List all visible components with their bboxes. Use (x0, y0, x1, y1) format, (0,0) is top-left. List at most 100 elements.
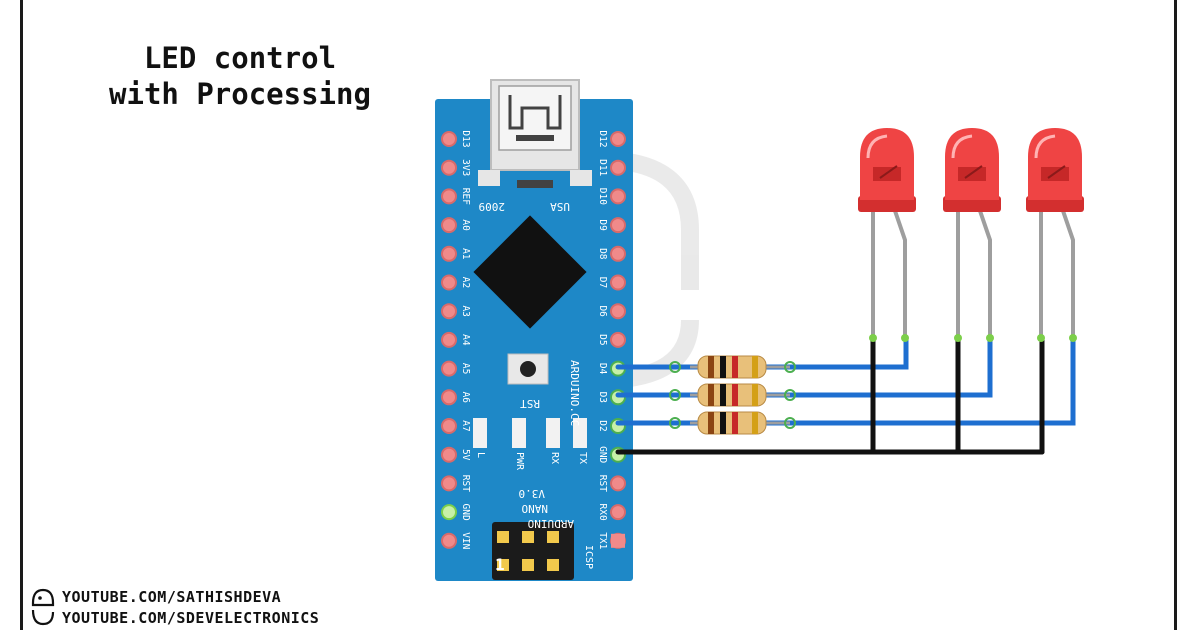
led-1 (858, 128, 916, 342)
pin-label-right: TX1 (597, 532, 608, 549)
pin-label-left: D13 (460, 130, 471, 147)
pin-left-a2 (441, 274, 457, 291)
pin-right-rx0 (610, 504, 626, 521)
pin-label-right: D9 (597, 219, 608, 231)
pin-label-right: D8 (597, 248, 608, 260)
pin-left-ref (441, 188, 457, 205)
pin-right-d7 (610, 274, 626, 291)
pin-label-left: VIN (460, 532, 471, 549)
status-leds (473, 418, 587, 448)
board-version: V3.0 (519, 487, 546, 500)
icsp-pin (547, 531, 559, 543)
pin-right-d8 (610, 245, 626, 262)
icsp-label: ICSP (583, 545, 594, 569)
reset-button (507, 353, 549, 385)
pin-label-right: RST (597, 475, 608, 492)
led-2 (943, 128, 1001, 342)
pin-label-right: D10 (597, 188, 608, 205)
resistor-2 (669, 383, 796, 407)
pin-label-left: A4 (460, 334, 471, 346)
pin-label-right: RX0 (597, 504, 608, 521)
pin-label-left: A5 (460, 363, 471, 374)
board-model: NANO (522, 502, 549, 515)
board-brand: ARDUINO (528, 517, 574, 530)
diagram-title: LED control with Processing (60, 40, 420, 112)
board-country: USA (550, 200, 570, 213)
usb-connector (478, 79, 592, 188)
wire-resistor1-led1 (762, 337, 909, 370)
pin-label-right: D7 (597, 277, 608, 288)
pin-right-d5 (610, 331, 626, 348)
pin-left-a5 (441, 360, 457, 377)
pin-label-left: 5V (460, 449, 471, 461)
status-led-label: L (475, 452, 486, 458)
pin-label-right: D6 (597, 305, 608, 317)
pin-one-marker: 1 (495, 555, 505, 574)
pin-left-3v3 (441, 159, 457, 176)
icsp-pin (497, 531, 509, 543)
title-line-1: LED control (143, 41, 337, 75)
pin-label-left: A0 (460, 219, 471, 231)
pin-right-d6 (610, 303, 626, 320)
credit-line-1: YOUTUBE.COM/SATHISHDEVA (62, 587, 282, 606)
pin-label-left: A3 (460, 305, 471, 316)
signal-wires (615, 337, 1076, 426)
pin-left-d13 (441, 131, 457, 147)
pin-label-left: A2 (460, 277, 471, 288)
pin-label-left: A6 (460, 392, 471, 404)
resistor-3 (669, 411, 796, 435)
pin-right-d12 (610, 131, 626, 147)
pin-label-right: D12 (597, 130, 608, 147)
icsp-pin (522, 531, 534, 543)
status-led-label: PWR (514, 452, 525, 471)
channel-logo-icon (31, 588, 55, 626)
pin-right-d11 (610, 159, 626, 176)
pin-square-tx1 (611, 533, 625, 548)
pin-left-a7 (441, 418, 457, 434)
icsp-pin (547, 559, 559, 571)
title-line-2: with Processing (109, 77, 371, 111)
pin-label-left: RST (460, 475, 471, 492)
pin-label-right: D3 (597, 392, 608, 403)
pin-label-left: 3V3 (460, 159, 471, 176)
pin-left-a0 (441, 217, 457, 234)
status-led-label: RX (549, 452, 560, 464)
ground-wires (615, 337, 1045, 455)
board-year: 2009 (479, 200, 506, 213)
pin-left-a4 (441, 331, 457, 348)
pin-label-right: D11 (597, 159, 608, 176)
icsp-pin (522, 559, 534, 571)
pin-left-rst (441, 475, 457, 492)
board-site: ARDUINO.CC (568, 360, 581, 426)
pin-label-left: GND (460, 504, 471, 521)
credits: YOUTUBE.COM/SATHISHDEVA YOUTUBE.COM/SDEV… (30, 586, 319, 628)
pin-left-vin (441, 532, 457, 549)
pin-label-right: D2 (597, 420, 608, 431)
wire-resistor3-led3 (762, 337, 1076, 426)
pin-right-d9 (610, 217, 626, 234)
pin-left-5v (441, 446, 457, 463)
credit-line-2: YOUTUBE.COM/SDEVELECTRONICS (62, 608, 320, 627)
pin-label-left: A1 (460, 248, 471, 260)
pin-label-right: GND (597, 446, 608, 463)
pin-label-right: D5 (597, 334, 608, 345)
led-3 (1026, 128, 1084, 342)
pin-label-right: D4 (597, 363, 608, 375)
pin-left-gnd (441, 504, 457, 521)
status-led-label: TX (577, 452, 588, 464)
reset-label: RST (520, 397, 540, 410)
icsp-pin (497, 559, 509, 571)
wire-resistor2-led2 (762, 337, 993, 398)
pin-left-a1 (441, 245, 457, 262)
pin-right-rst (610, 475, 626, 492)
resistor-1 (669, 355, 796, 379)
pin-right-d10 (610, 188, 626, 205)
pin-label-left: A7 (460, 420, 471, 431)
pin-label-left: REF (460, 188, 471, 205)
pin-left-a3 (441, 303, 457, 320)
pin-left-a6 (441, 389, 457, 406)
image-frame (20, 0, 1177, 630)
board-pcb (435, 99, 633, 581)
